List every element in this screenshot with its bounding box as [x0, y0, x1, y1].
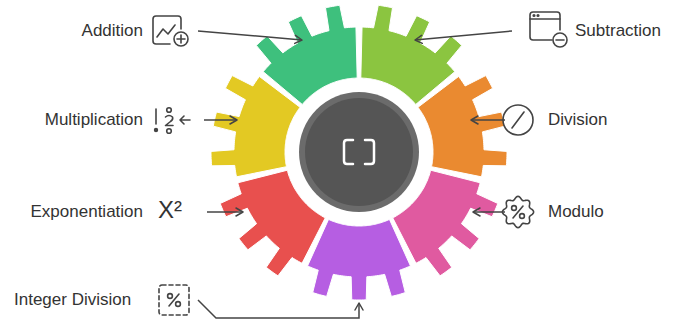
hub-disk — [305, 98, 413, 206]
gear-segment — [308, 219, 411, 300]
leader-arrow — [473, 211, 505, 213]
leader-lines — [198, 31, 512, 318]
division-icon — [503, 105, 533, 135]
leader-arrow — [415, 31, 512, 40]
symbol-label: X² — [158, 196, 182, 225]
operation-label: Division — [548, 110, 608, 130]
operation-label: Multiplication — [45, 110, 143, 130]
integer-division-icon — [159, 285, 189, 315]
leader-arrow — [204, 119, 237, 121]
leader-arrow — [198, 300, 359, 318]
operation-label: Exponentiation — [31, 202, 143, 222]
gear-segment — [220, 170, 325, 276]
leader-arrow — [207, 211, 243, 213]
gear-segment — [418, 76, 507, 177]
gear-wheel — [211, 5, 507, 300]
modulo-icon — [502, 196, 533, 227]
hub-ring — [299, 92, 419, 212]
operation-label: Addition — [82, 21, 143, 41]
bracket-icon — [344, 140, 353, 164]
gear-hub — [299, 92, 419, 212]
multiplication-icon — [155, 108, 190, 134]
bracket-icon — [365, 140, 374, 164]
operation-label: Integer Division — [14, 290, 131, 310]
addition-icon — [153, 16, 188, 46]
gear-segment — [393, 170, 498, 276]
leader-arrow — [471, 119, 505, 121]
subtraction-icon — [530, 12, 567, 47]
operation-label: Subtraction — [575, 21, 661, 41]
leader-arrow — [198, 31, 302, 40]
gear-segment — [256, 5, 357, 104]
operator-icons — [153, 12, 567, 315]
operation-label: Modulo — [548, 202, 604, 222]
